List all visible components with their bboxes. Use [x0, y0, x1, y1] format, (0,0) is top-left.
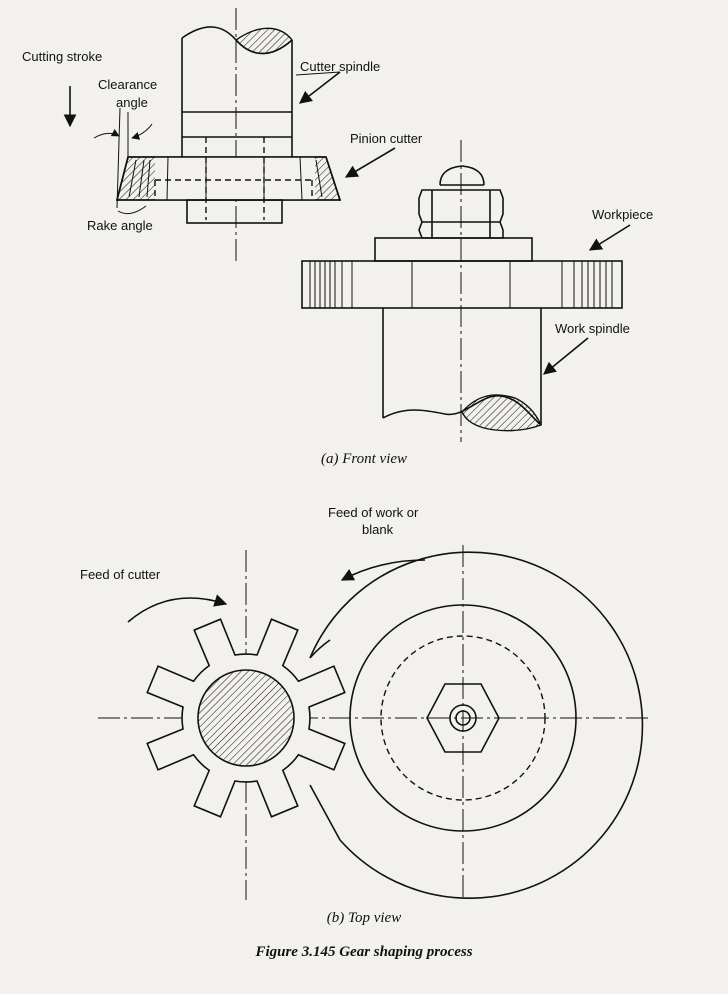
clearance-angle-label-line1: Clearance	[98, 77, 157, 92]
feed-of-cutter-arrow	[127, 594, 228, 623]
workpiece-label: Workpiece	[592, 207, 653, 222]
feed-of-work-arrow	[340, 559, 426, 581]
figure-title: Figure 3.145 Gear shaping process	[254, 944, 472, 960]
pinion-cutter	[115, 137, 342, 224]
cutter-spindle	[181, 8, 293, 262]
work-spindle-leader	[543, 337, 589, 375]
front-view-caption: (a) Front view	[321, 451, 407, 467]
cutter-spindle-label: Cutter spindle	[300, 59, 380, 74]
cutter-spindle-leader	[295, 71, 341, 76]
workpiece-leader	[588, 224, 631, 251]
front-view: Cutting stroke Clearance angle Rake angl…	[22, 8, 653, 467]
cutter-gear-top	[146, 618, 346, 818]
work-blank	[309, 551, 644, 899]
top-view: Feed of work or blank Feed of cutter (b)…	[80, 505, 650, 926]
work-spindle-label: Work spindle	[555, 321, 630, 336]
cutting-stroke-label: Cutting stroke	[22, 49, 102, 64]
feed-of-work-label-line2: blank	[362, 522, 394, 537]
feed-of-work-label-line1: Feed of work or	[328, 505, 419, 520]
clearance-angle-label-line2: angle	[116, 95, 148, 110]
workpiece-assembly	[301, 140, 623, 442]
angle-indicators	[93, 107, 153, 215]
pinion-cutter-label: Pinion cutter	[350, 131, 423, 146]
rake-angle-label: Rake angle	[87, 218, 153, 233]
top-view-caption: (b) Top view	[327, 910, 401, 926]
pinion-cutter-leader	[344, 147, 396, 178]
feed-of-cutter-label: Feed of cutter	[80, 567, 161, 582]
